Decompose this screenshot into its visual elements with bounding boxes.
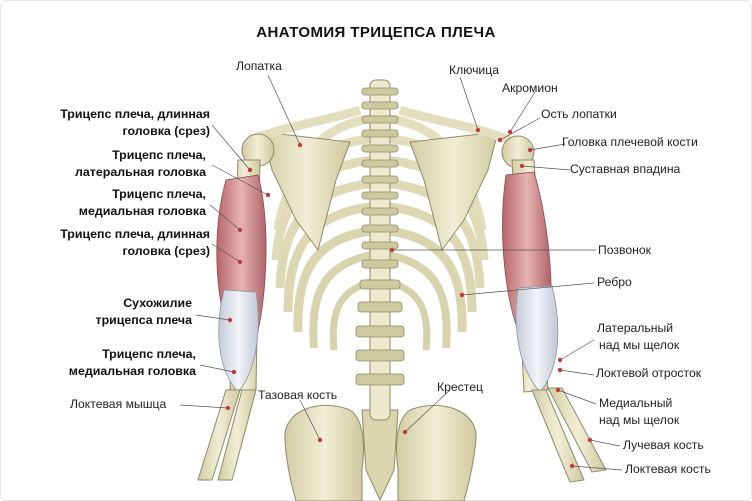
label-line: головка (срез) [60, 123, 210, 140]
label-glenoid: Суставная впадина [570, 162, 680, 177]
label-triceps-medial-head-bottom: Трицепс плеча, медиальная головка [69, 346, 196, 380]
label-triceps-lateral-head: Трицепс плеча, латеральная головка [75, 147, 206, 181]
label-triceps-medial-head-top: Трицепс плеча, медиальная головка [79, 186, 206, 220]
label-line: Трицепс плеча, длинная [60, 106, 210, 123]
label-line: латеральная головка [75, 164, 206, 181]
label-vertebra: Позвонок [598, 243, 651, 258]
label-olecranon: Локтевой отросток [596, 366, 701, 381]
right-arm [502, 136, 606, 482]
left-arm [198, 134, 274, 480]
label-triceps-long-head-cut-bottom: Трицепс плеча, длинная головка (срез) [60, 226, 210, 260]
label-line: Трицепс плеча, [75, 147, 206, 164]
label-line: Трицепс плеча, длинная [60, 226, 210, 243]
label-medial-epicondyle-2: над мы щелок [599, 413, 679, 428]
label-clavicle: Ключица [449, 63, 499, 78]
label-line: Трицепс плеча, [69, 346, 196, 363]
label-lateral-epicondyle-1: Латеральный [597, 321, 673, 336]
label-anconeus: Локтевая мышца [70, 397, 166, 412]
label-acromion: Акромион [502, 81, 558, 96]
label-triceps-tendon: Сухожилие трицепса плеча [96, 295, 192, 329]
label-line: медиальная головка [69, 363, 196, 380]
label-line: медиальная головка [79, 203, 206, 220]
label-rib: Ребро [597, 275, 632, 290]
label-humeral-head: Головка плечевой кости [562, 135, 698, 150]
label-radius: Лучевая кость [623, 438, 704, 453]
label-line: трицепса плеча [96, 312, 192, 329]
label-medial-epicondyle-1: Медиальный [599, 396, 672, 411]
label-lateral-epicondyle-2: над мы щелок [599, 338, 679, 353]
label-ulna: Локтевая кость [625, 462, 711, 477]
label-line: Сухожилие [96, 295, 192, 312]
label-scapular-spine: Ость лопатки [541, 107, 617, 122]
label-line: Трицепс плеча, [79, 186, 206, 203]
label-scapula: Лопатка [236, 59, 282, 74]
label-line: головка (срез) [60, 243, 210, 260]
label-triceps-long-head-cut-top: Трицепс плеча, длинная головка (срез) [60, 106, 210, 140]
label-sacrum: Крестец [437, 380, 483, 395]
label-pelvis: Тазовая кость [258, 388, 337, 403]
